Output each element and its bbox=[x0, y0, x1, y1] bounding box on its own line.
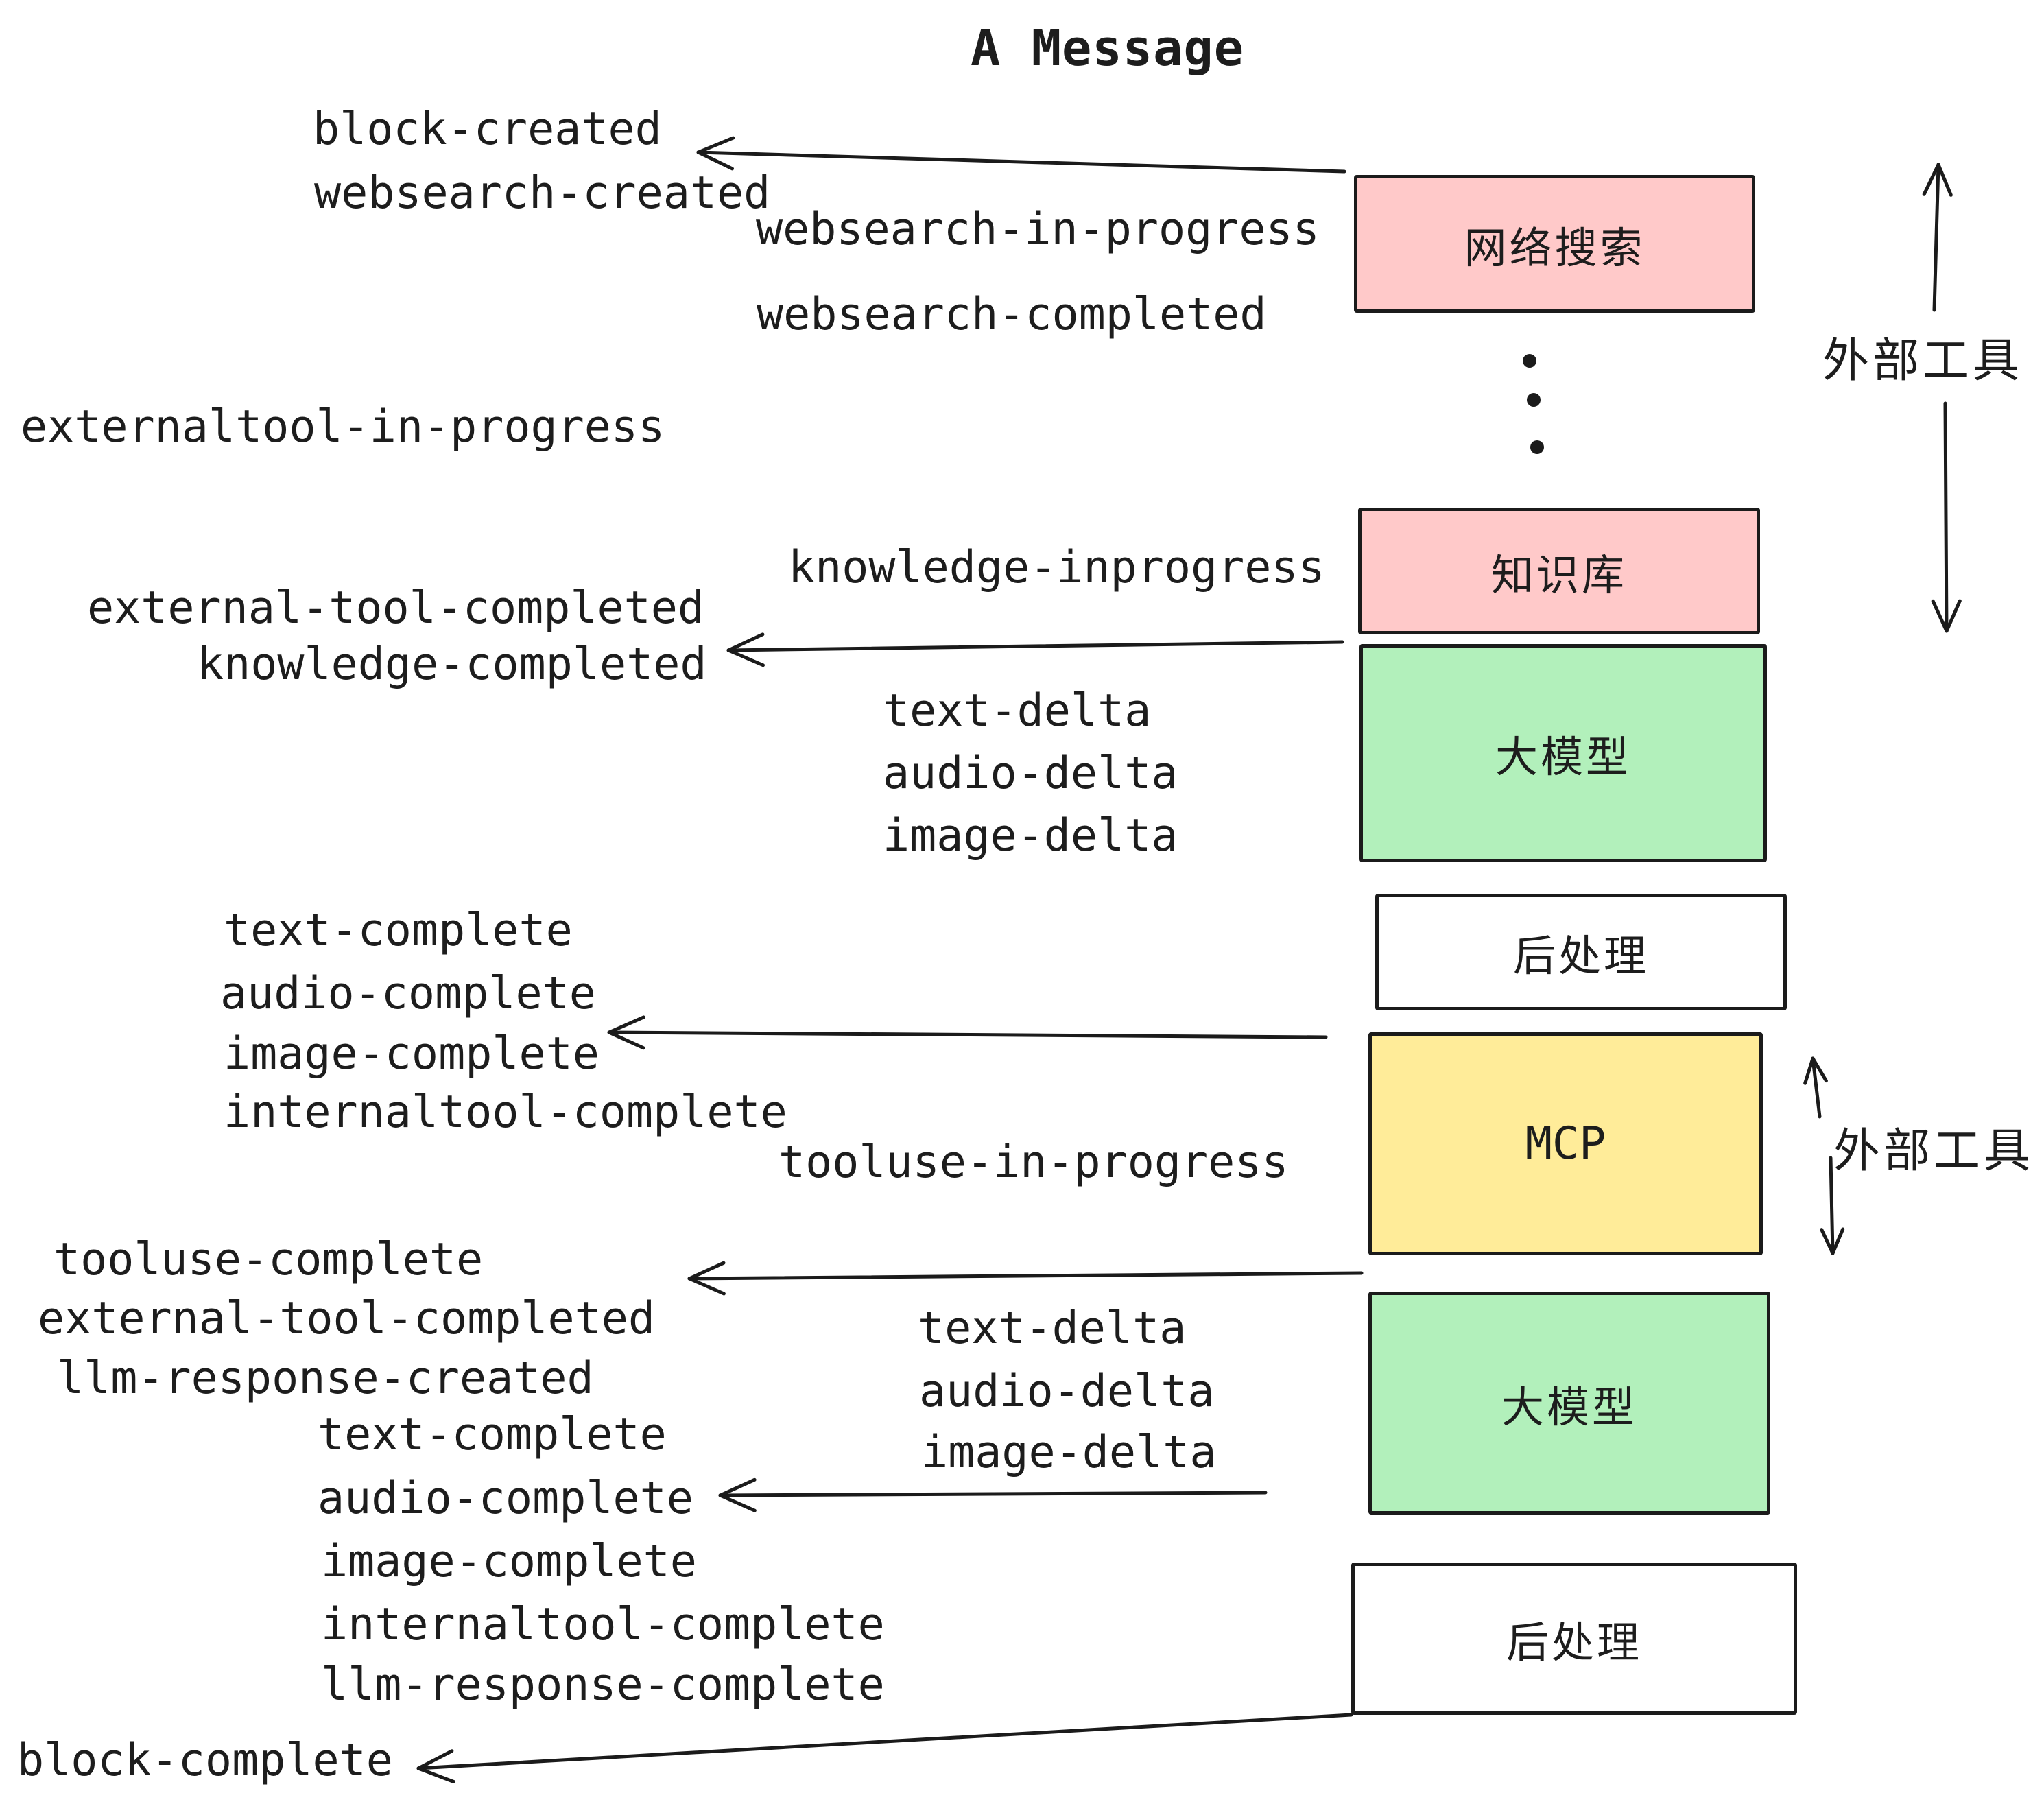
mcp-box-label: MCP bbox=[1525, 1118, 1606, 1170]
external-tools-up-arrow-2-head-2 bbox=[1811, 1056, 1828, 1083]
arrow-to-block-created-shaft bbox=[696, 150, 1346, 174]
arrow-to-audio-complete-shaft bbox=[718, 1491, 1268, 1497]
arrow-to-knowledge-completed-head-2 bbox=[726, 632, 765, 652]
event-label-block-created: block-created bbox=[313, 104, 662, 155]
external-tools-up-arrow-1-shaft bbox=[1932, 163, 1940, 312]
event-label-knowledge-inprogress: knowledge-inprogress bbox=[788, 542, 1325, 593]
postprocess-box-1-label: 后处理 bbox=[1512, 931, 1649, 981]
arrow-to-block-complete-head-1 bbox=[416, 1766, 455, 1784]
ellipsis-dot-3 bbox=[1530, 440, 1544, 454]
event-label-text-delta: text-delta bbox=[883, 685, 1152, 737]
arrow-to-audio-complete-head-1 bbox=[718, 1493, 757, 1512]
external-tools-down-arrow-1-head-1 bbox=[1945, 599, 1962, 633]
ellipsis-dot-1 bbox=[1523, 354, 1536, 368]
event-label-image-complete-2: image-complete bbox=[321, 1536, 697, 1587]
event-label-block-complete: block-complete bbox=[17, 1735, 393, 1786]
websearch-box-label: 网络搜索 bbox=[1464, 222, 1645, 273]
mcp-box: MCP bbox=[1368, 1032, 1763, 1255]
event-label-websearch-completed: websearch-completed bbox=[757, 289, 1267, 340]
arrow-to-block-complete-head-2 bbox=[416, 1749, 454, 1770]
event-label-internaltool-complete-2: internaltool-complete bbox=[321, 1599, 885, 1650]
event-label-text-complete-2: text-complete bbox=[318, 1409, 667, 1460]
arrow-to-tooluse-complete-head-1 bbox=[687, 1277, 726, 1296]
external-tools-down-arrow-1-shaft bbox=[1943, 401, 1949, 633]
arrow-to-tooluse-complete-shaft bbox=[687, 1271, 1364, 1281]
event-label-websearch-created: websearch-created bbox=[314, 167, 771, 219]
event-label-llm-response-complete: llm-response-complete bbox=[321, 1659, 885, 1711]
event-label-tooluse-in-progress: tooluse-in-progress bbox=[779, 1137, 1289, 1188]
external-tools-down-arrow-2-head-2 bbox=[1820, 1228, 1835, 1255]
event-label-tooluse-complete: tooluse-complete bbox=[54, 1234, 484, 1285]
event-label-external-tool-completed-2: external-tool-completed bbox=[38, 1293, 656, 1344]
arrow-to-block-created-head-1 bbox=[696, 150, 735, 171]
event-label-text-complete: text-complete bbox=[224, 905, 573, 956]
arrow-to-block-created-head-2 bbox=[696, 136, 735, 154]
llm-box-2: 大模型 bbox=[1368, 1292, 1770, 1515]
event-label-image-delta: image-delta bbox=[883, 810, 1178, 862]
knowledge-box-label: 知识库 bbox=[1490, 549, 1627, 600]
event-label-text-delta-2: text-delta bbox=[918, 1303, 1187, 1354]
event-label-audio-delta-2: audio-delta bbox=[919, 1366, 1215, 1417]
event-label-audio-delta: audio-delta bbox=[883, 748, 1178, 799]
external-tools-up-arrow-2-shaft bbox=[1811, 1056, 1822, 1119]
arrow-to-block-complete-shaft bbox=[416, 1713, 1353, 1770]
annotation-external-tools-1: 外部工具 bbox=[1822, 334, 2023, 388]
arrow-to-image-complete-shaft bbox=[607, 1030, 1328, 1039]
arrow-to-image-complete-head-2 bbox=[607, 1015, 645, 1034]
event-label-image-delta-2: image-delta bbox=[921, 1427, 1217, 1478]
arrow-to-audio-complete-head-2 bbox=[718, 1477, 757, 1497]
postprocess-box-1: 后处理 bbox=[1375, 894, 1787, 1010]
event-label-internaltool-complete: internaltool-complete bbox=[224, 1087, 787, 1138]
external-tools-up-arrow-1-head-1 bbox=[1922, 163, 1940, 196]
event-label-audio-complete: audio-complete bbox=[220, 968, 596, 1019]
event-label-llm-response-created: llm-response-created bbox=[57, 1353, 594, 1404]
event-label-websearch-in-progress: websearch-in-progress bbox=[756, 204, 1320, 255]
external-tools-down-arrow-2-head-1 bbox=[1831, 1227, 1845, 1255]
event-label-image-complete: image-complete bbox=[224, 1028, 599, 1080]
annotation-external-tools-2: 外部工具 bbox=[1833, 1124, 2034, 1178]
llm-box-2-label: 大模型 bbox=[1501, 1381, 1637, 1432]
external-tools-down-arrow-1-head-2 bbox=[1931, 599, 1949, 633]
postprocess-box-2-label: 后处理 bbox=[1506, 1617, 1642, 1667]
diagram-title: A Message bbox=[971, 19, 1245, 77]
llm-box-1: 大模型 bbox=[1359, 644, 1767, 862]
websearch-box: 网络搜索 bbox=[1354, 175, 1755, 313]
arrow-to-tooluse-complete-head-2 bbox=[687, 1261, 726, 1281]
external-tools-down-arrow-2-shaft bbox=[1829, 1156, 1835, 1255]
llm-box-1-label: 大模型 bbox=[1495, 732, 1631, 782]
event-label-externaltool-in-progress: externaltool-in-progress bbox=[21, 401, 665, 453]
event-label-knowledge-completed: knowledge-completed bbox=[197, 639, 707, 690]
arrow-to-knowledge-completed-head-1 bbox=[726, 648, 765, 667]
event-label-audio-complete-2: audio-complete bbox=[318, 1473, 693, 1524]
external-tools-up-arrow-2-head-1 bbox=[1803, 1056, 1815, 1085]
event-label-external-tool-completed: external-tool-completed bbox=[87, 582, 705, 634]
knowledge-box: 知识库 bbox=[1358, 508, 1760, 634]
arrow-to-image-complete-head-1 bbox=[607, 1030, 645, 1050]
postprocess-box-2: 后处理 bbox=[1351, 1563, 1797, 1715]
ellipsis-dot-2 bbox=[1527, 393, 1541, 407]
external-tools-up-arrow-1-head-2 bbox=[1936, 163, 1953, 197]
arrow-to-knowledge-completed-shaft bbox=[726, 640, 1344, 652]
